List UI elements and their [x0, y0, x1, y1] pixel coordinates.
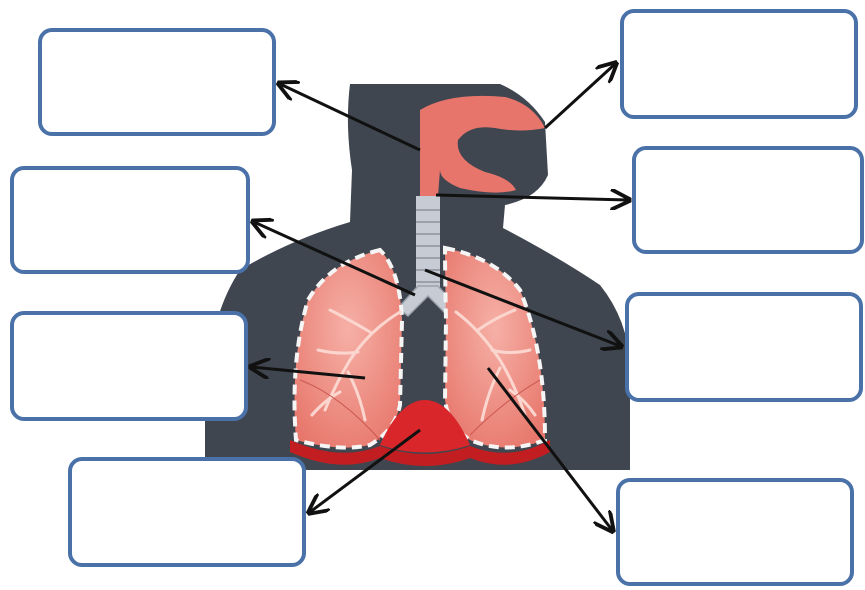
label-box-nasal-cavity[interactable]: [38, 28, 276, 136]
label-box-right-lung[interactable]: [616, 478, 854, 586]
label-box-trachea[interactable]: [625, 292, 863, 402]
arrow-nose-to-r1: [545, 64, 615, 128]
label-box-left-lung[interactable]: [10, 311, 248, 421]
label-box-bronchi[interactable]: [10, 166, 250, 274]
label-box-diaphragm[interactable]: [68, 457, 306, 567]
mouth-cavity: [470, 137, 509, 160]
label-box-nose[interactable]: [620, 9, 858, 119]
label-box-larynx[interactable]: [632, 146, 864, 254]
